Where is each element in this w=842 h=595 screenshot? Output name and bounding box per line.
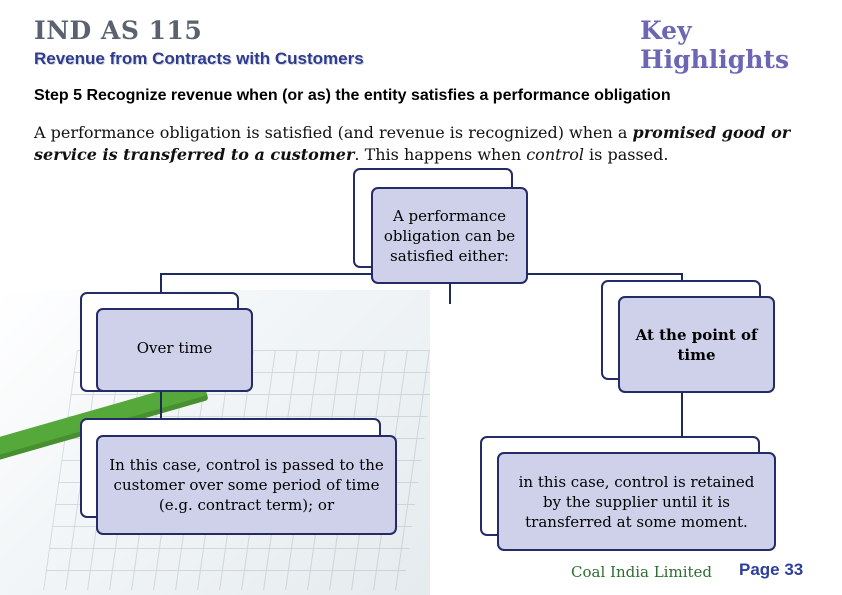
- connector-right-vertical: [681, 393, 683, 438]
- connector-left-drop: [160, 273, 162, 293]
- over-time-node: Over time: [96, 308, 253, 392]
- key-highlights-label: Key Highlights: [640, 16, 790, 74]
- point-of-time-detail: in this case, control is retained by the…: [497, 452, 776, 551]
- intro-paragraph: A performance obligation is satisfied (a…: [34, 122, 794, 166]
- slide-title: IND AS 115: [34, 16, 203, 45]
- intro-text-2: . This happens when: [354, 145, 527, 164]
- step-heading: Step 5 Recognize revenue when (or as) th…: [34, 87, 671, 104]
- root-node: A performance obligation can be satisfie…: [371, 187, 528, 284]
- intro-emphasis-2: control: [526, 145, 584, 164]
- slide-subtitle: Revenue from Contracts with Customers: [34, 49, 364, 68]
- intro-text-1: A performance obligation is satisfied (a…: [34, 123, 633, 142]
- point-of-time-node: At the point of time: [618, 296, 775, 393]
- connector-root-stem: [449, 284, 451, 304]
- company-name: Coal India Limited: [571, 563, 712, 581]
- over-time-detail: In this case, control is passed to the c…: [96, 435, 397, 535]
- connector-right-drop: [681, 273, 683, 283]
- intro-text-3: is passed.: [583, 145, 669, 164]
- connector-left-vertical: [160, 390, 162, 420]
- page-number: Page 33: [739, 560, 804, 579]
- intro-emphasis-1: promised good or service is transferred …: [34, 123, 791, 164]
